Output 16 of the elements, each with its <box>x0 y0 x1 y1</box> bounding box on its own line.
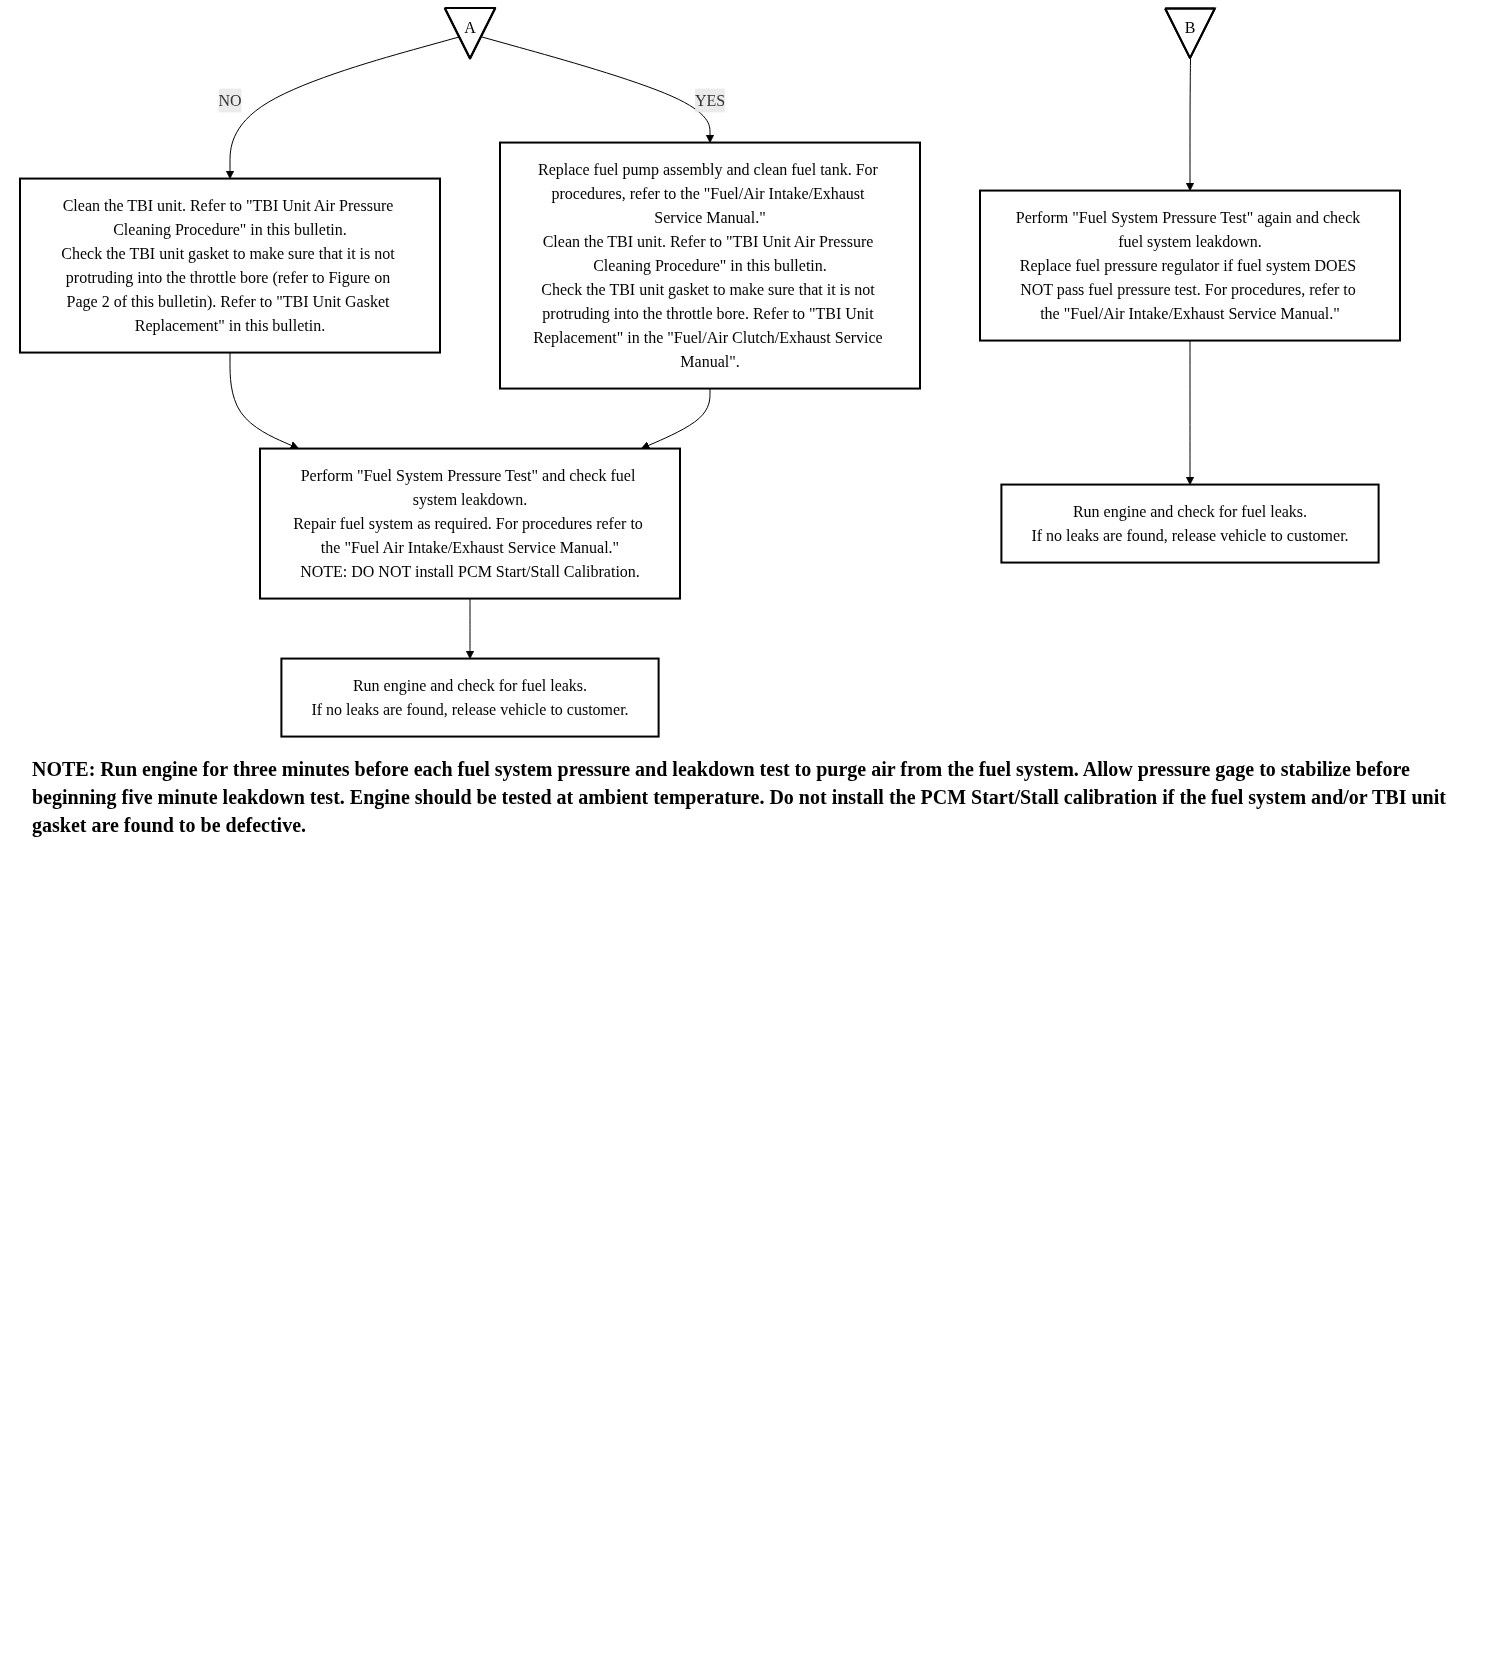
arrow <box>225 36 460 179</box>
edge-label: NO <box>218 91 242 109</box>
note-text: NOTE: Run engine for three minutes before each fuel system pressure and leakdown test to purge air from the fuel system. Allow pressure gage to stabilize before beginning five minute leakdown test. Engine should be tested at ambient temperature. Do not install the PCM Start/Stall calibration if the fuel system and/or TBI unit gasket are found to be defective. <box>32 756 1447 839</box>
arrow <box>481 36 715 143</box>
node-box: Perform "Fuel System Pressure Test" and check fuel system leakdown. Repair fuel system as required. For procedures refer to the "Fuel Air Intake/Exhaust Service Manual." NOTE: DO NOT install PCM Start/Stall Calibration. <box>259 447 681 600</box>
arrow <box>1185 58 1195 191</box>
edge-label: YES <box>694 91 726 109</box>
node-box: Run engine and check for fuel leaks. If no leaks are found, release vehicle to customer. <box>280 657 660 738</box>
arrow <box>465 598 475 659</box>
arrow <box>1185 340 1195 485</box>
node-box: Replace fuel pump assembly and clean fuel tank. For procedures, refer to the "Fuel/Air Intake/Exhaust Service Manual." Clean the TBI unit. Refer to "TBI Unit Air Pressure Cleaning Procedure" in this bulletin. Check the TBI unit gasket to make sure that it is not protruding into the throttle bore. Refer to "TBI Unit Replacement" in the "Fuel/Air Clutch/Exhaust Service Manual". <box>499 141 921 390</box>
node-box: Clean the TBI unit. Refer to "TBI Unit Air Pressure Cleaning Procedure" in this bulletin. Check the TBI unit gasket to make sure that it is not protruding into the throttle bore (refer to Figure on Page 2 of this bulletin). Refer to "TBI Unit Gasket Replacement" in this bulletin. <box>19 177 441 354</box>
node-box: Perform "Fuel System Pressure Test" again and check fuel system leakdown. Replace fuel pressure regulator if fuel system DOES NOT pass fuel pressure test. For procedures, refer to the "Fuel/Air Intake/Exhaust Service Manual." <box>979 189 1401 342</box>
arrow <box>229 352 299 450</box>
arrow <box>641 388 711 450</box>
node-box: Run engine and check for fuel leaks. If no leaks are found, release vehicle to customer. <box>1000 483 1380 564</box>
